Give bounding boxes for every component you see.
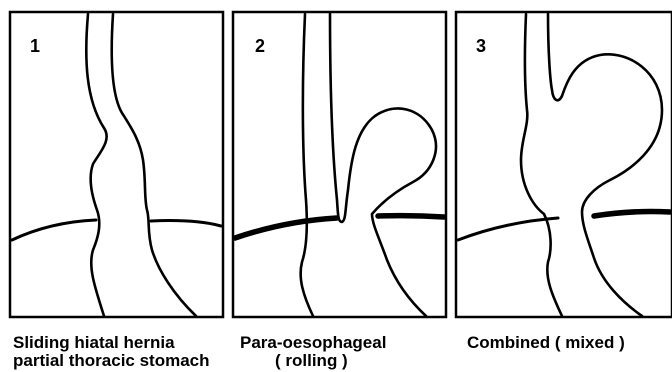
panel-2-caption-line1: Para-oesophageal <box>240 334 386 352</box>
panel-3-frame <box>456 12 672 317</box>
panel-1: 1 <box>10 12 223 317</box>
panel-3-number: 3 <box>476 36 486 56</box>
panel-3: 3 <box>456 12 672 317</box>
panel-2-caption-line2: ( rolling ) <box>275 352 348 370</box>
panel-1-caption-line1: Sliding hiatal hernia <box>13 334 175 352</box>
panel-3-caption-line1: Combined ( mixed ) <box>467 334 625 352</box>
panel-2-frame <box>233 12 446 317</box>
panel-1-number: 1 <box>30 36 40 56</box>
panel-1-caption-line2: partial thoracic stomach <box>13 352 210 370</box>
panel-2-number: 2 <box>255 36 265 56</box>
panel-1-frame <box>10 12 223 317</box>
panel-2-diaphragm-right <box>378 216 444 217</box>
panel-2: 2 <box>233 12 446 317</box>
